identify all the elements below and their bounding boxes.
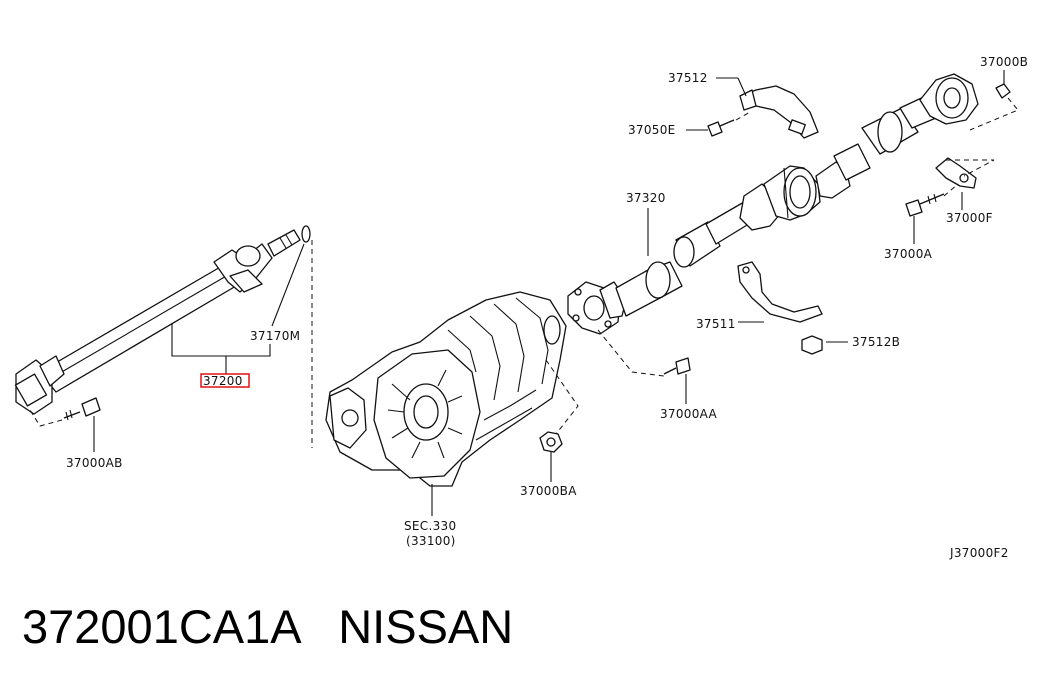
- label-37511: 37511: [696, 317, 736, 331]
- label-37320: 37320: [626, 191, 666, 205]
- bolt-37000AB: [63, 397, 101, 421]
- label-37000AA: 37000AA: [660, 407, 718, 421]
- label-37000A: 37000A: [884, 247, 933, 261]
- highlight-box: [200, 373, 250, 388]
- part-number: 372001CA1A: [22, 600, 300, 653]
- propeller-shaft-assembly: [14, 225, 311, 415]
- nut-37000BA: [539, 431, 563, 453]
- label-sec-33100: (33100): [406, 534, 456, 548]
- label-37200-highlight[interactable]: 37200: [200, 373, 250, 388]
- bolt-37000AA: [663, 357, 691, 375]
- caption-spacer: [299, 600, 338, 653]
- part-caption: 372001CA1A NISSAN: [22, 597, 513, 657]
- transfer-case: [325, 291, 567, 487]
- shaft-37320: [615, 201, 753, 317]
- center-bearing: [739, 161, 851, 231]
- label-37000F: 37000F: [946, 211, 993, 225]
- label-sec-330: SEC.330: [404, 519, 456, 533]
- bracket-37512: [739, 85, 819, 139]
- bolt-37050E: [707, 119, 735, 137]
- label-37200: 37200: [203, 374, 243, 388]
- label-37050E: 37050E: [628, 123, 676, 137]
- shaft-front-segment: [833, 93, 937, 181]
- bracket-37511: [737, 261, 823, 323]
- label-37000BA: 37000BA: [520, 484, 577, 498]
- label-37512: 37512: [668, 71, 708, 85]
- figure-code: J37000F2: [949, 546, 1009, 560]
- nut-37512B: [801, 335, 823, 355]
- washer-37000F: [935, 157, 977, 189]
- label-37170M: 37170M: [250, 329, 300, 343]
- label-37000B: 37000B: [980, 55, 1028, 69]
- front-flange-37000B: [919, 73, 1011, 125]
- label-37512B: 37512B: [852, 335, 900, 349]
- brand-name: NISSAN: [338, 600, 514, 653]
- label-37000AB: 37000AB: [66, 456, 123, 470]
- bolt-37000A: [905, 193, 945, 217]
